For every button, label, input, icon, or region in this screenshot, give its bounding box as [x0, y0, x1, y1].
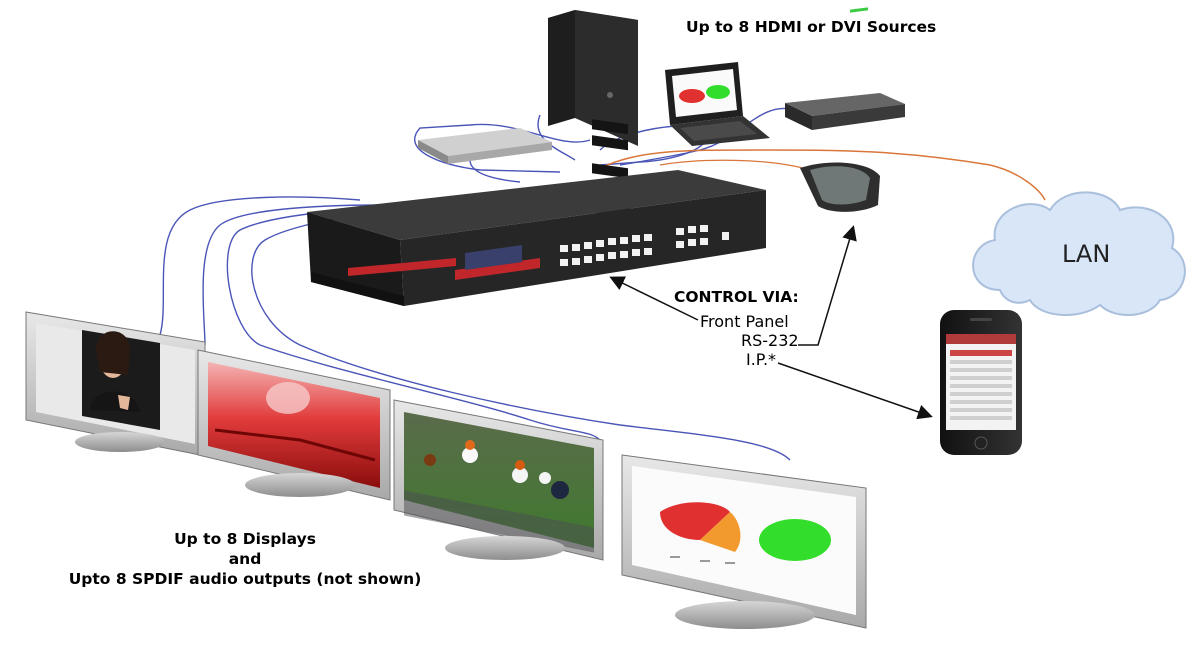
lan-label: LAN: [1062, 240, 1111, 268]
lan-cloud: [972, 191, 1186, 317]
smartphone: [940, 310, 1022, 455]
display-4: [621, 454, 867, 629]
displays-line-2: and: [228, 550, 262, 568]
display-1: [25, 311, 206, 457]
dvd-player: [418, 128, 552, 164]
control-item-rs232: RS-232: [741, 331, 799, 350]
tower-pc: [548, 10, 638, 226]
matrix-switcher: [307, 170, 766, 306]
control-item-front-panel: Front Panel: [700, 312, 789, 331]
sources-label: Up to 8 HDMI or DVI Sources: [686, 18, 937, 36]
front-panel-buttons: [560, 225, 729, 266]
display-3: [393, 399, 604, 561]
control-arrows: [609, 225, 933, 420]
displays-line-3: Upto 8 SPDIF audio outputs (not shown): [68, 570, 422, 588]
displays-line-1: Up to 8 Displays: [174, 530, 316, 548]
laptop: [665, 62, 770, 146]
touch-panel: [800, 162, 880, 212]
display-2: [197, 349, 391, 501]
control-title: CONTROL VIA:: [674, 288, 799, 306]
lan-cable: [599, 149, 1046, 201]
control-item-ip: I.P.*: [746, 350, 777, 369]
media-box: [785, 7, 905, 130]
